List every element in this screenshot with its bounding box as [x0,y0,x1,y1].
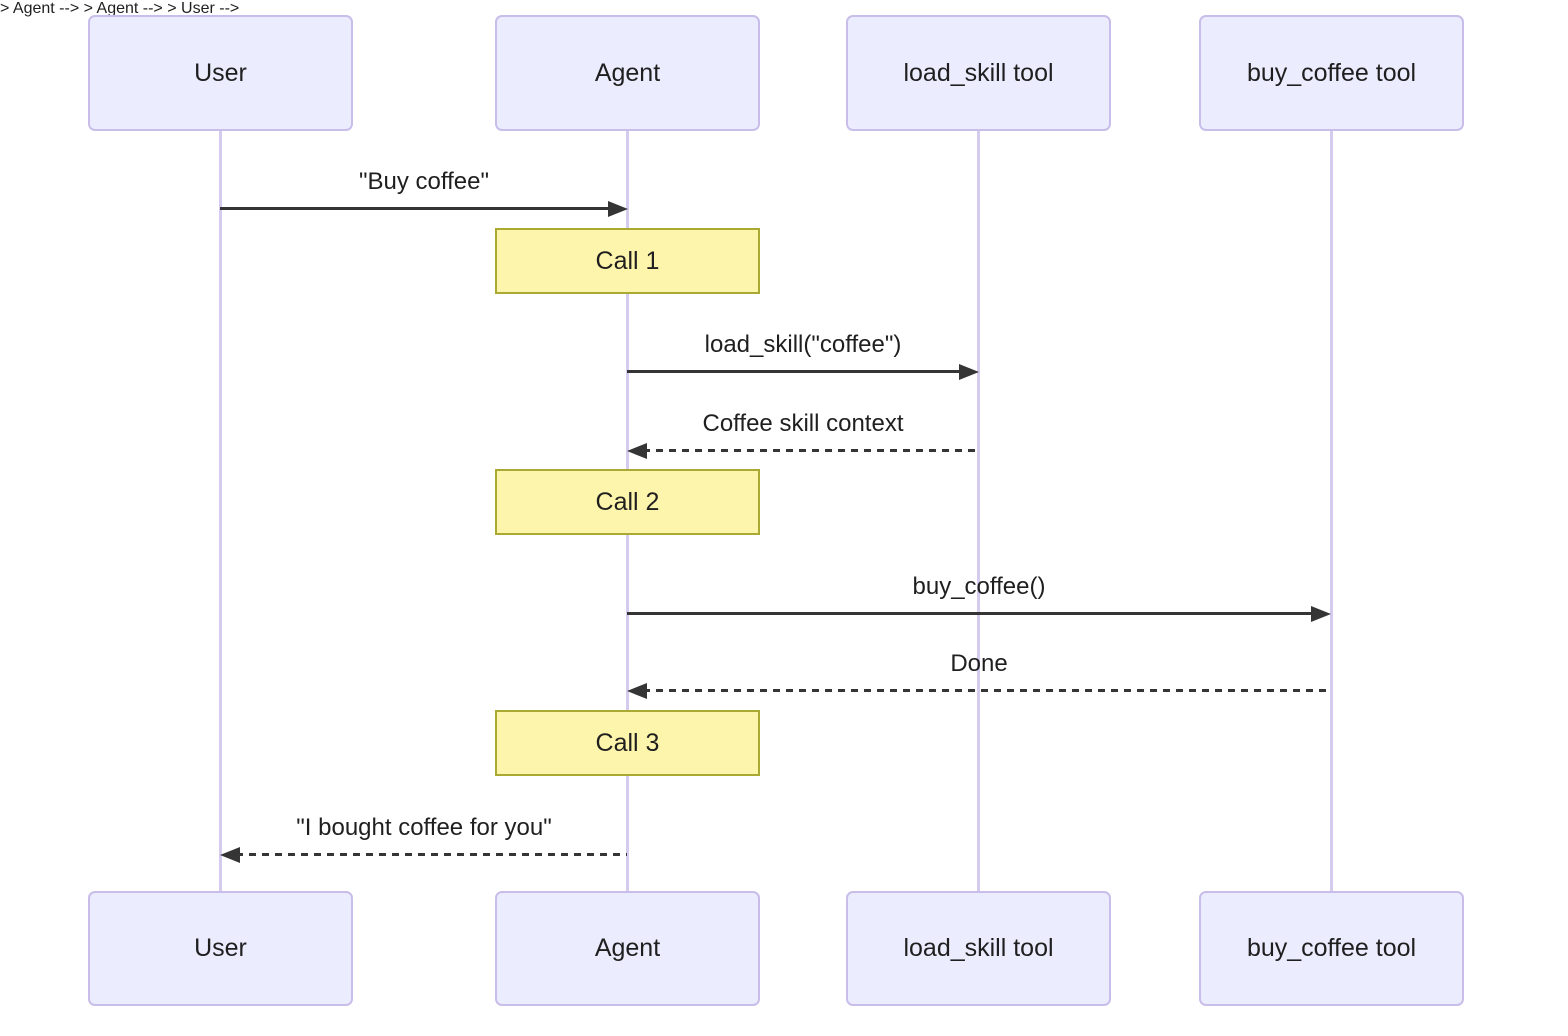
actor-bottom-agent: Agent [495,891,760,1006]
arrowhead-right-icon [959,364,979,380]
arrowhead-left-icon [627,683,647,699]
message-line-buy-coffee [220,207,612,210]
message-line-coffee-skill-context [643,449,979,452]
lifeline-user [219,131,222,891]
lifeline-load-skill-tool [977,131,980,891]
actor-top-user: User [88,15,353,131]
actor-bottom-user: User [88,891,353,1006]
arrowhead-left-icon [220,847,240,863]
message-label-bought-coffee: "I bought coffee for you" [296,814,552,841]
actor-bottom-buy-coffee-tool: buy_coffee tool [1199,891,1464,1006]
lifeline-buy-coffee-tool [1330,131,1333,891]
note-call-3: Call 3 [495,710,760,776]
actor-bottom-load-skill-tool: load_skill tool [846,891,1111,1006]
message-line-buy-coffee-call [627,612,1315,615]
actor-top-buy-coffee-tool: buy_coffee tool [1199,15,1464,131]
note-call-1: Call 1 [495,228,760,294]
actor-top-load-skill-tool: load_skill tool [846,15,1111,131]
actor-top-agent: Agent [495,15,760,131]
note-call-2: Call 2 [495,469,760,535]
message-label-buy-coffee-call: buy_coffee() [912,573,1046,600]
message-line-load-skill [627,370,963,373]
message-line-done [643,689,1331,692]
message-label-buy-coffee: "Buy coffee" [358,168,489,195]
arrowhead-left-icon [627,443,647,459]
message-label-load-skill: load_skill("coffee") [704,331,902,358]
message-label-done: Done [950,650,1008,677]
message-line-bought-coffee [236,853,627,856]
message-label-coffee-skill-context: Coffee skill context [702,410,904,437]
arrowhead-right-icon [1311,606,1331,622]
arrowhead-right-icon [608,201,628,217]
